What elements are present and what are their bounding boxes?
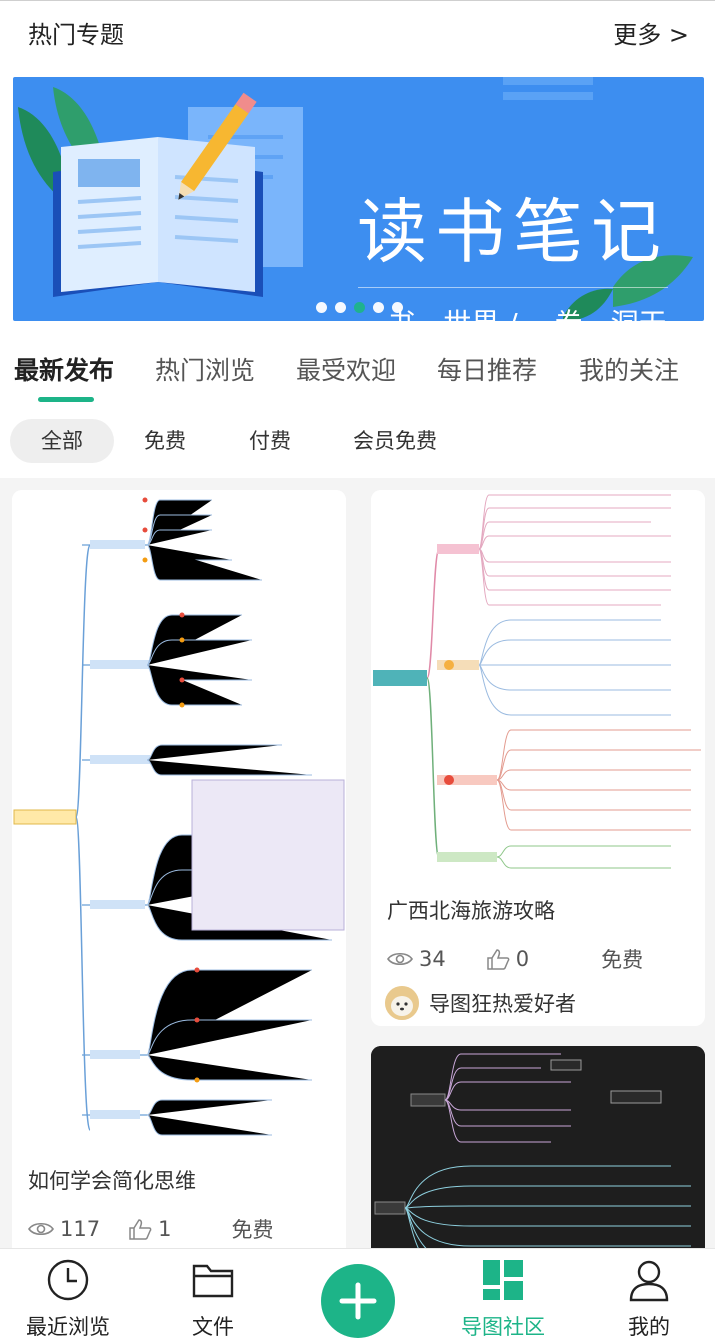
nav-label: 我的 [628,1315,670,1339]
category-tabs: 最新发布 热门浏览 最受欢迎 每日推荐 我的关注 [0,345,715,405]
carousel-dot[interactable] [316,302,327,313]
banner-subtitle: 一书一世界 / 一卷一洞天 [343,302,683,321]
folder-icon [192,1264,234,1298]
tab-hot-browse[interactable]: 热门浏览 [155,356,256,385]
mindmap-thumbnail [371,1046,705,1248]
nav-label: 导图社区 [461,1315,545,1339]
like-count-value: 1 [158,1217,172,1241]
price-label: 免费 [601,948,644,972]
nav-profile[interactable]: 我的 [594,1249,704,1343]
view-count: 34 [387,947,446,971]
mindmap-card[interactable]: 如何学会简化思维 117 1 免费 [12,490,346,1248]
carousel-dot[interactable] [335,302,346,313]
plus-icon [339,1282,377,1320]
like-count[interactable]: 1 [128,1217,171,1241]
user-icon [629,1260,669,1302]
carousel-indicator [316,302,403,313]
eye-icon [28,1222,54,1236]
nav-files[interactable]: 文件 [158,1249,268,1343]
card-feed: 如何学会简化思维 117 1 免费 [0,478,715,1248]
dog-avatar-icon [385,986,419,1020]
card-stats: 117 1 免费 [28,1214,273,1244]
like-count-value: 0 [515,947,530,971]
mindmap-thumbnail [12,490,346,1145]
mindmap-thumbnail [371,490,705,875]
tab-latest[interactable]: 最新发布 [14,356,115,385]
nav-label: 文件 [192,1315,234,1339]
nav-recent[interactable]: 最近浏览 [13,1249,123,1343]
grid-icon [483,1260,523,1300]
banner-title: 读书笔记 [357,191,669,273]
filter-member-free[interactable]: 会员免费 [353,429,437,453]
book-illustration [18,77,693,321]
thumbs-up-icon [129,1219,152,1240]
thumbs-up-icon [486,949,510,970]
avatar [385,986,419,1020]
price-label: 免费 [231,1218,274,1242]
carousel-dot[interactable] [373,302,384,313]
mindmap-card[interactable] [371,1046,705,1248]
card-stats: 34 0 免费 [387,944,643,974]
nav-community[interactable]: 导图社区 [448,1249,558,1343]
clock-icon [47,1259,89,1301]
view-count-value: 117 [60,1217,101,1241]
like-count[interactable]: 0 [486,947,529,971]
banner-carousel[interactable]: 读书笔记 一书一世界 / 一卷一洞天 [13,77,704,321]
carousel-dot[interactable] [392,302,403,313]
filter-all[interactable]: 全部 [10,419,114,463]
author-name: 导图狂热爱好者 [429,992,576,1016]
view-count-value: 34 [419,947,446,971]
tab-most-liked[interactable]: 最受欢迎 [296,356,397,385]
eye-icon [387,952,413,966]
banner-divider [358,287,668,288]
create-button[interactable] [321,1264,395,1338]
view-count: 117 [28,1217,100,1241]
card-title: 广西北海旅游攻略 [387,899,555,923]
filter-paid[interactable]: 付费 [249,429,291,453]
more-link[interactable]: 更多 > [613,21,689,49]
nav-label: 最近浏览 [26,1315,110,1339]
filter-free[interactable]: 免费 [144,429,186,453]
tab-daily-pick[interactable]: 每日推荐 [437,356,538,385]
carousel-dot-active[interactable] [354,302,365,313]
tab-following[interactable]: 我的关注 [579,356,680,385]
card-title: 如何学会简化思维 [28,1169,196,1193]
card-author[interactable]: 导图狂热爱好者 [385,986,576,1020]
active-tab-indicator [38,397,94,402]
section-header: 热门专题 更多 > [0,0,715,70]
section-title: 热门专题 [28,21,124,49]
mindmap-card[interactable]: 广西北海旅游攻略 34 0 免费 导图狂热爱好者 [371,490,705,1026]
